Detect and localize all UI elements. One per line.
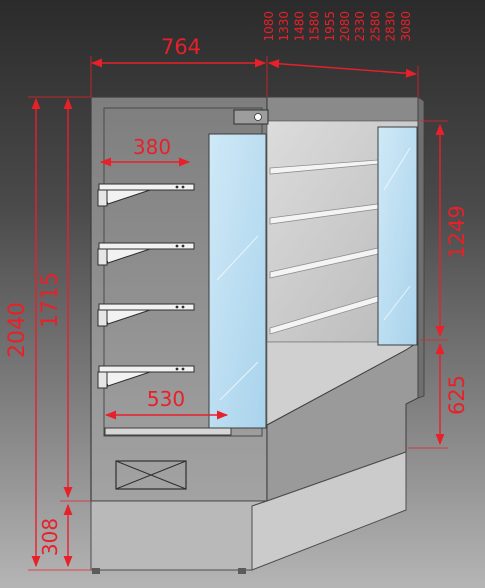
foot — [238, 568, 246, 574]
base-plinth — [90, 500, 268, 571]
length-option-label: 2330 — [353, 11, 367, 42]
length-option-label: 2080 — [338, 11, 352, 42]
counter-height-label: 625 — [445, 375, 469, 415]
base-height-label: 308 — [38, 518, 62, 556]
shelf-bracket — [97, 365, 195, 389]
vent-grille — [115, 460, 187, 490]
rear-glass-panel — [377, 126, 418, 346]
length-option-label: 3080 — [399, 11, 413, 42]
length-option-label: 2830 — [384, 11, 398, 42]
shelf-bracket — [97, 242, 195, 266]
display-opening-label: 1249 — [445, 205, 469, 258]
shelf-bracket — [97, 183, 195, 207]
right-end-panel — [417, 96, 425, 399]
shelf-bracket — [97, 303, 195, 327]
length-option-label: 1080 — [262, 11, 276, 42]
length-dimension-line — [267, 59, 418, 78]
dimension-lines — [28, 56, 448, 571]
front-glass-panel — [208, 133, 267, 429]
length-option-label: 1955 — [323, 11, 337, 42]
length-option-label: 1480 — [292, 11, 306, 42]
length-option-label: 1330 — [277, 11, 291, 42]
foot — [92, 568, 100, 574]
control-knob-icon — [254, 113, 262, 121]
total-height-label: 2040 — [5, 302, 30, 358]
top-canopy — [266, 96, 419, 122]
base-plinth-front — [251, 451, 407, 571]
length-option-label: 2580 — [368, 11, 382, 42]
bottom-tray — [104, 427, 232, 436]
cabinet-height-label: 1715 — [38, 272, 63, 328]
width-label: 764 — [161, 35, 201, 59]
control-unit — [233, 109, 269, 125]
glass-panels — [208, 126, 418, 429]
base-depth-label: 530 — [147, 387, 185, 411]
shelf-depth-label: 380 — [133, 135, 171, 159]
shelf-brackets — [97, 183, 195, 389]
length-option-label: 1580 — [308, 11, 322, 42]
